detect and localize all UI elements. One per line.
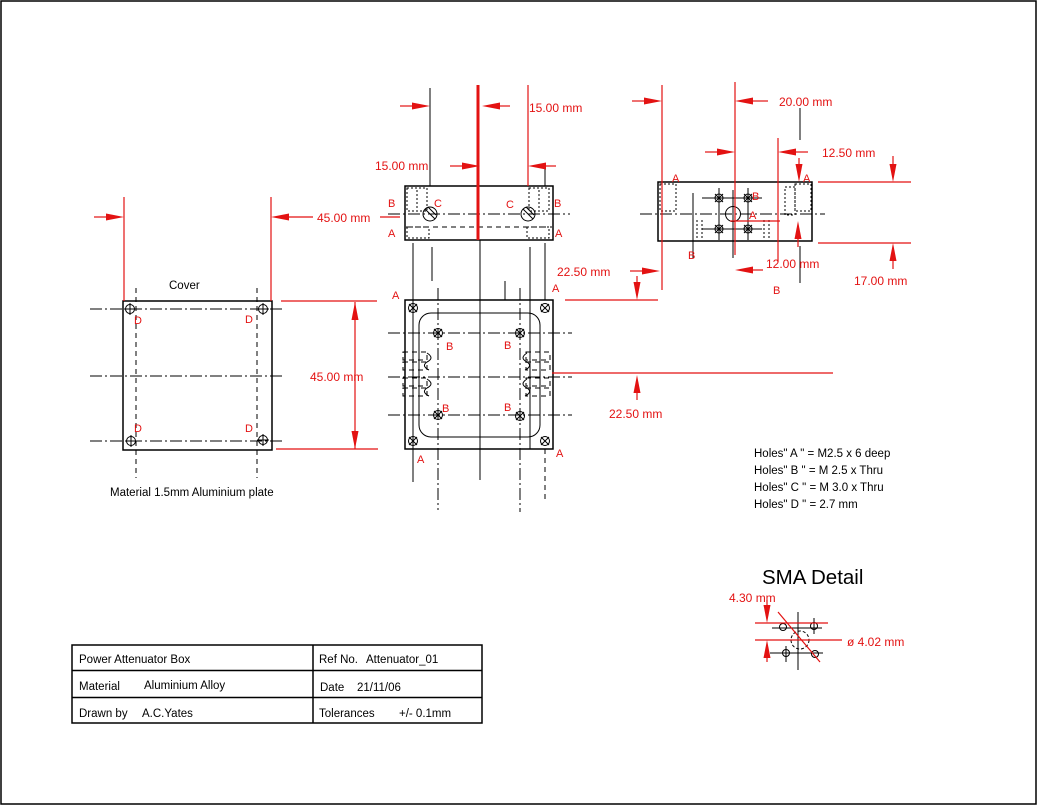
title-block-tolerances-value: +/- 0.1mm: [399, 708, 451, 720]
cover-title: Cover: [169, 280, 200, 292]
cover-view: Cover Material 1.5mm Aluminium plate D D…: [90, 280, 285, 499]
hole-label-b: B: [442, 403, 449, 415]
hole-note-b: Holes" B " = M 2.5 x Thru: [754, 465, 883, 477]
hole-label-a: A: [552, 283, 560, 295]
dimension-45-plan: 45.00 mm: [276, 300, 378, 450]
plan-hole-a: [408, 303, 550, 446]
plan-hole-b: [433, 328, 525, 421]
dimension-1250: 12.50 mm: [705, 146, 875, 160]
hole-label-b: B: [504, 340, 511, 352]
dimension-15-top: 15.00 mm: [400, 101, 582, 115]
dim-17-label: 17.00 mm: [854, 274, 907, 288]
hole-label-a: A: [417, 454, 425, 466]
title-block-tolerances-label: Tolerances: [319, 708, 375, 720]
hole-label-b: B: [388, 198, 395, 210]
hole-label-d: D: [134, 315, 142, 327]
dimension-12: 12.00 mm: [730, 158, 819, 274]
hole-label-a: A: [672, 173, 680, 185]
title-block-date-value: 21/11/06: [357, 682, 401, 694]
title-block-drawn-value: A.C.Yates: [142, 708, 193, 720]
title-block-material-value: Aluminium Alloy: [144, 680, 225, 692]
hole-label-a: A: [749, 210, 757, 222]
hole-label-d: D: [134, 423, 142, 435]
dim-15-top-label: 15.00 mm: [529, 101, 582, 115]
dimension-2250-upper: 22.50 mm: [557, 265, 660, 301]
sma-leader-line: [777, 611, 821, 663]
dim-15-left-label: 15.00 mm: [375, 159, 428, 173]
title-block-drawn-label: Drawn by: [79, 708, 128, 720]
hole-label-a: A: [555, 228, 563, 240]
hole-notes: Holes" A " = M2.5 x 6 deep Holes" B " = …: [754, 448, 890, 511]
dimension-2250-lower: 22.50 mm: [552, 372, 833, 421]
hole-note-a: Holes" A " = M2.5 x 6 deep: [754, 448, 890, 460]
sma-detail: SMA Detail 4.30 mm ø 4.02 mm: [729, 566, 904, 670]
hole-label-b: B: [554, 198, 561, 210]
dimension-15-left: 15.00 mm: [375, 159, 556, 173]
hole-label-d: D: [245, 423, 253, 435]
dimension-20: 20.00 mm: [632, 95, 832, 109]
hole-note-d: Holes" D " = 2.7 mm: [754, 499, 858, 511]
hole-label-d: D: [245, 314, 253, 326]
dim-430-label: 4.30 mm: [729, 591, 776, 605]
front-hole-c: [422, 206, 536, 222]
front-view: B B A A C C: [388, 185, 570, 241]
dim-1250-label: 12.50 mm: [822, 146, 875, 160]
hole-label-b: B: [446, 341, 453, 353]
dim-45-cover-label: 45.00 mm: [317, 211, 370, 225]
hole-label-c: C: [434, 198, 442, 210]
plan-view: A A B B B B A A: [388, 283, 572, 466]
dimension-17: 17.00 mm: [818, 156, 911, 288]
construction-lines-center: [412, 85, 546, 512]
hole-label-a: A: [388, 228, 396, 240]
dimension-45-cover: 45.00 mm: [94, 197, 400, 301]
hole-note-c: Holes" C " = M 3.0 x Thru: [754, 482, 884, 494]
title-block-date-label: Date: [320, 682, 344, 694]
dim-20-label: 20.00 mm: [779, 95, 832, 109]
title-block-name: Power Attenuator Box: [79, 654, 190, 666]
title-block-ref-label: Ref No.: [319, 654, 358, 666]
hole-label-a: A: [392, 290, 400, 302]
cover-material-note: Material 1.5mm Aluminium plate: [110, 487, 274, 499]
dim-2250-lower-label: 22.50 mm: [609, 407, 662, 421]
construction-lines-right: [661, 82, 801, 290]
sma-connector-features: [402, 351, 551, 397]
dim-402-label: ø 4.02 mm: [847, 635, 904, 649]
hole-label-b: B: [504, 402, 511, 414]
hole-label-b: B: [773, 285, 780, 297]
hole-label-a: A: [803, 173, 811, 185]
sma-detail-title: SMA Detail: [762, 566, 863, 589]
dim-45-plan-label: 45.00 mm: [310, 370, 363, 384]
hole-label-b: B: [688, 250, 695, 262]
title-block-ref-value: Attenuator_01: [366, 654, 438, 666]
title-block-material-label: Material: [79, 681, 120, 693]
dim-12-label: 12.00 mm: [766, 257, 819, 271]
dim-2250-upper-label: 22.50 mm: [557, 265, 610, 279]
cover-hole-d: [124, 303, 269, 447]
hole-label-a: A: [556, 448, 564, 460]
hole-label-b: B: [752, 191, 759, 203]
hole-label-c: C: [506, 199, 514, 211]
title-block: Power Attenuator Box Ref No. Attenuator_…: [71, 644, 483, 724]
